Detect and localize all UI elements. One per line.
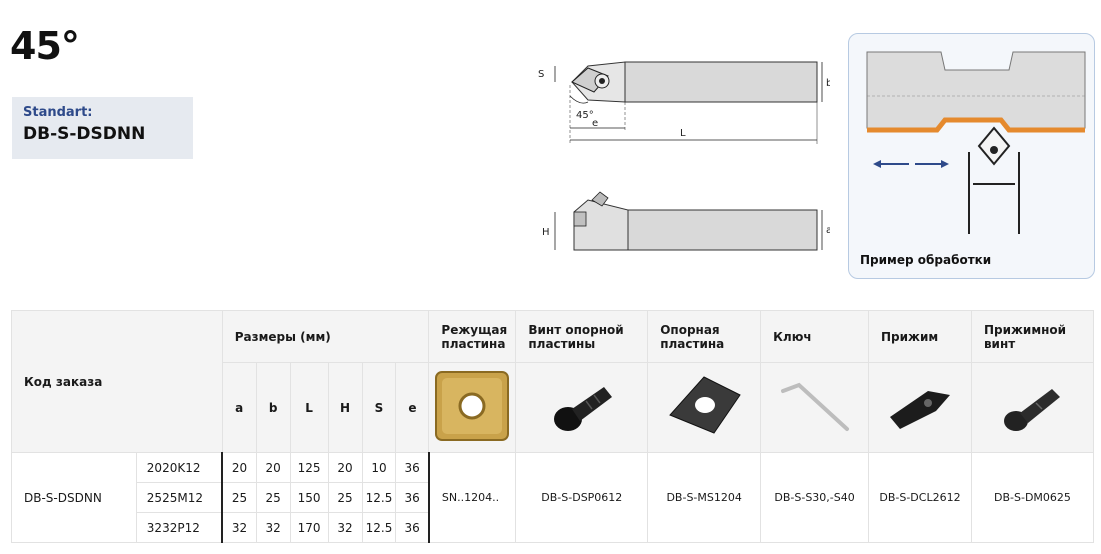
label-angle: 45° bbox=[576, 110, 594, 121]
cell-L: 150 bbox=[289, 482, 329, 513]
cell-b: 32 bbox=[255, 512, 291, 543]
label-L: L bbox=[680, 128, 686, 139]
clamp-screw-image bbox=[970, 362, 1095, 453]
cell-L: 125 bbox=[289, 452, 329, 483]
shim-screw-header: Винт опорной пластины bbox=[515, 310, 649, 363]
key-image bbox=[760, 362, 870, 453]
cell-a: 20 bbox=[221, 452, 257, 483]
label-s: S bbox=[538, 69, 544, 80]
shim-code: DB-S-MS1204 bbox=[647, 452, 762, 543]
dims-header: Размеры (мм) bbox=[221, 310, 430, 363]
tool-holder-drawing: S b 45° e L H a bbox=[538, 61, 830, 251]
dim-L-header: L bbox=[289, 362, 329, 453]
code-header: Код заказа bbox=[11, 310, 223, 453]
clamp-image bbox=[868, 362, 972, 453]
clamp-icon bbox=[889, 390, 950, 429]
cell-e: 36 bbox=[395, 482, 430, 513]
standard-box: Standart: DB-S-DSDNN bbox=[12, 97, 193, 159]
cell-a: 32 bbox=[221, 512, 257, 543]
dim-H-header: H bbox=[327, 362, 363, 453]
angle-title: 45° bbox=[10, 24, 80, 68]
clamp-screw-header: Прижимной винт bbox=[970, 310, 1095, 363]
dim-e-header: e bbox=[395, 362, 430, 453]
insert-header: Режущая пластина bbox=[428, 310, 517, 363]
cell-b: 20 bbox=[255, 452, 291, 483]
dim-S-header: S bbox=[361, 362, 397, 453]
key-code: DB-S-S30,-S40 bbox=[760, 452, 870, 543]
label-e: e bbox=[592, 118, 598, 129]
size-code: 2525M12 bbox=[135, 482, 224, 513]
spec-table: Код заказа Размеры (мм) Режущая пластина… bbox=[11, 310, 1095, 543]
cell-S: 12.5 bbox=[361, 482, 397, 513]
shim-screw-image bbox=[515, 362, 649, 453]
clamp-screw-icon bbox=[1004, 388, 1061, 431]
screw-icon bbox=[553, 386, 612, 431]
insert-code: SN..1204.. bbox=[428, 452, 517, 543]
clamp-header: Прижим bbox=[868, 310, 972, 363]
key-header: Ключ bbox=[760, 310, 870, 363]
shim-screw-code: DB-S-DSP0612 bbox=[515, 452, 649, 543]
label-b: b bbox=[826, 78, 830, 89]
dim-b-header: b bbox=[255, 362, 291, 453]
machining-example: Пример обработки bbox=[848, 33, 1095, 279]
size-code: 2020K12 bbox=[135, 452, 224, 483]
cell-L: 170 bbox=[289, 512, 329, 543]
clamp-screw-code: DB-S-DM0625 bbox=[970, 452, 1095, 543]
cell-H: 32 bbox=[327, 512, 363, 543]
label-a: a bbox=[826, 225, 830, 236]
dim-a-header: a bbox=[221, 362, 257, 453]
cell-b: 25 bbox=[255, 482, 291, 513]
cell-H: 20 bbox=[327, 452, 363, 483]
insert-icon bbox=[435, 370, 510, 441]
clamp-code: DB-S-DCL2612 bbox=[868, 452, 972, 543]
wrench-icon bbox=[780, 382, 849, 431]
size-code: 3232P12 bbox=[135, 512, 224, 543]
machining-diagram bbox=[866, 51, 1086, 234]
label-H: H bbox=[542, 227, 550, 238]
cell-e: 36 bbox=[395, 452, 430, 483]
insert-image bbox=[428, 362, 517, 453]
cell-e: 36 bbox=[395, 512, 430, 543]
shim-icon bbox=[669, 375, 741, 434]
standard-label: Standart: bbox=[23, 105, 93, 120]
cell-H: 25 bbox=[327, 482, 363, 513]
example-caption: Пример обработки bbox=[860, 253, 992, 267]
cell-S: 10 bbox=[361, 452, 397, 483]
order-code: DB-S-DSDNN bbox=[11, 452, 137, 543]
cell-a: 25 bbox=[221, 482, 257, 513]
cell-S: 12.5 bbox=[361, 512, 397, 543]
standard-value: DB-S-DSDNN bbox=[23, 124, 146, 144]
shim-image bbox=[647, 362, 762, 453]
shim-header: Опорная пластина bbox=[647, 310, 762, 363]
